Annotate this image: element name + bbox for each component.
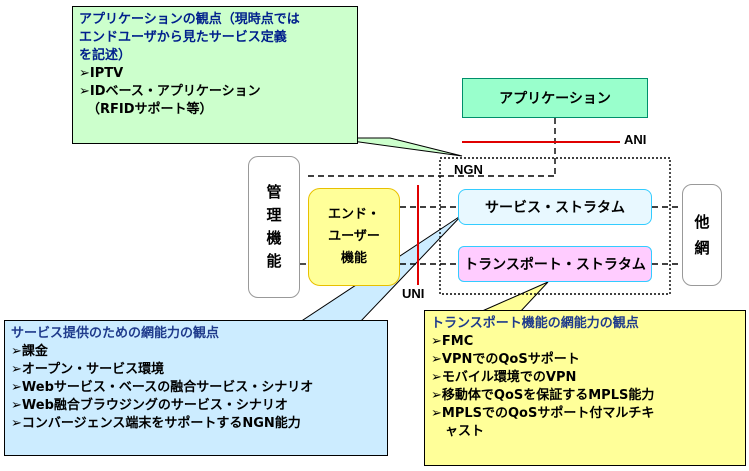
callout-application: アプリケーションの観点（現時点では エンドユーザから見たサービス定義 を記述） … (72, 6, 358, 144)
callout-right-pointer (479, 281, 549, 313)
callout-transport-title: トランスポート機能の網能力の観点 (431, 316, 639, 331)
ani-label: ANI (624, 132, 647, 147)
callout-transport-item: ➢VPNでのQoSサポート (431, 352, 580, 367)
end-user-line: エンド・ (327, 207, 380, 222)
callout-transport: トランスポート機能の網能力の観点 ➢FMC ➢VPNでのQoSサポート ➢モバイ… (424, 310, 746, 466)
uni-label: UNI (402, 286, 425, 301)
end-user-line: 機能 (340, 251, 367, 266)
callout-application-title: エンドユーザから見たサービス定義 (79, 30, 287, 45)
management-char: 能 (266, 252, 282, 270)
service-stratum-box: サービス・ストラタム (458, 189, 652, 225)
callout-service-item: ➢オープン・サービス環境 (11, 362, 165, 377)
end-user-box: エンド・ ユーザー 機能 (308, 188, 400, 286)
callout-application-item: （RFIDサポート等） (87, 102, 213, 117)
callout-transport-item: ャスト (445, 424, 485, 439)
callout-service-item: ➢Webサービス・ベースの融合サービス・シナリオ (11, 380, 314, 395)
other-network-box: 他 網 (682, 184, 722, 286)
callout-transport-item: ➢モバイル環境でのVPN (431, 370, 577, 385)
management-char: 管 (266, 183, 282, 201)
transport-stratum-box: トランスポート・ストラタム (458, 246, 652, 282)
other-network-char: 他 (694, 213, 710, 231)
callout-service: サービス提供のための網能力の観点 ➢課金 ➢オープン・サービス環境 ➢Webサー… (4, 320, 388, 456)
callout-transport-item: ➢移動体でQoSを保証するMPLS能力 (431, 388, 655, 403)
management-char: 機 (266, 229, 282, 247)
callout-application-item: ➢IPTV (79, 66, 124, 81)
application-label: アプリケーション (499, 91, 611, 107)
service-stratum-label: サービス・ストラタム (485, 200, 625, 216)
callout-service-item: ➢Web融合ブラウジングのサービス・シナリオ (11, 398, 288, 413)
other-network-char: 網 (694, 239, 710, 257)
management-char: 理 (266, 206, 282, 224)
management-box: 管 理 機 能 (248, 156, 300, 298)
application-box: アプリケーション (462, 78, 648, 118)
callout-top-pointer (329, 137, 463, 157)
callout-application-title: アプリケーションの観点（現時点では (79, 12, 300, 27)
callout-transport-item: ➢FMC (431, 334, 474, 349)
callout-transport-item: ➢MPLSでのQoSサポート付マルチキ (431, 406, 655, 421)
ngn-boundary (439, 157, 671, 295)
callout-service-item: ➢コンバージェンス端末をサポートするNGN能力 (11, 416, 301, 431)
callout-service-item: ➢課金 (11, 344, 48, 359)
callout-application-title: を記述） (79, 48, 132, 63)
end-user-line: ユーザー (328, 229, 380, 244)
ngn-label: NGN (454, 162, 483, 177)
callout-application-item: ➢IDベース・アプリケーション (79, 84, 261, 99)
transport-stratum-label: トランスポート・ストラタム (464, 257, 646, 273)
callout-service-title: サービス提供のための網能力の観点 (11, 326, 220, 341)
